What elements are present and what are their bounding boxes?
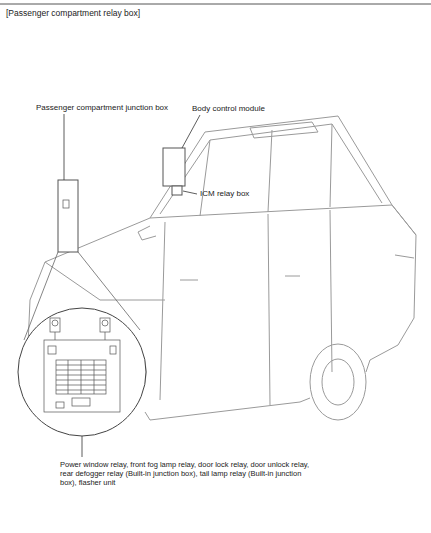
relay-list-note: Power window relay, front fog lamp relay… — [60, 460, 320, 487]
junction-box — [58, 180, 78, 252]
icm-relay-box — [172, 186, 182, 195]
diagram-title: [Passenger compartment relay box] — [6, 8, 140, 18]
junction-box-detail — [63, 200, 69, 208]
part-label: ICM relay box — [200, 189, 249, 199]
part-label: Body control module — [192, 104, 265, 114]
top-rule — [0, 4, 431, 5]
body-control-module — [163, 148, 185, 186]
detail-circle — [18, 308, 146, 436]
junction-box-detail-view — [44, 318, 120, 412]
part-label: Passenger compartment junction box — [36, 103, 168, 113]
